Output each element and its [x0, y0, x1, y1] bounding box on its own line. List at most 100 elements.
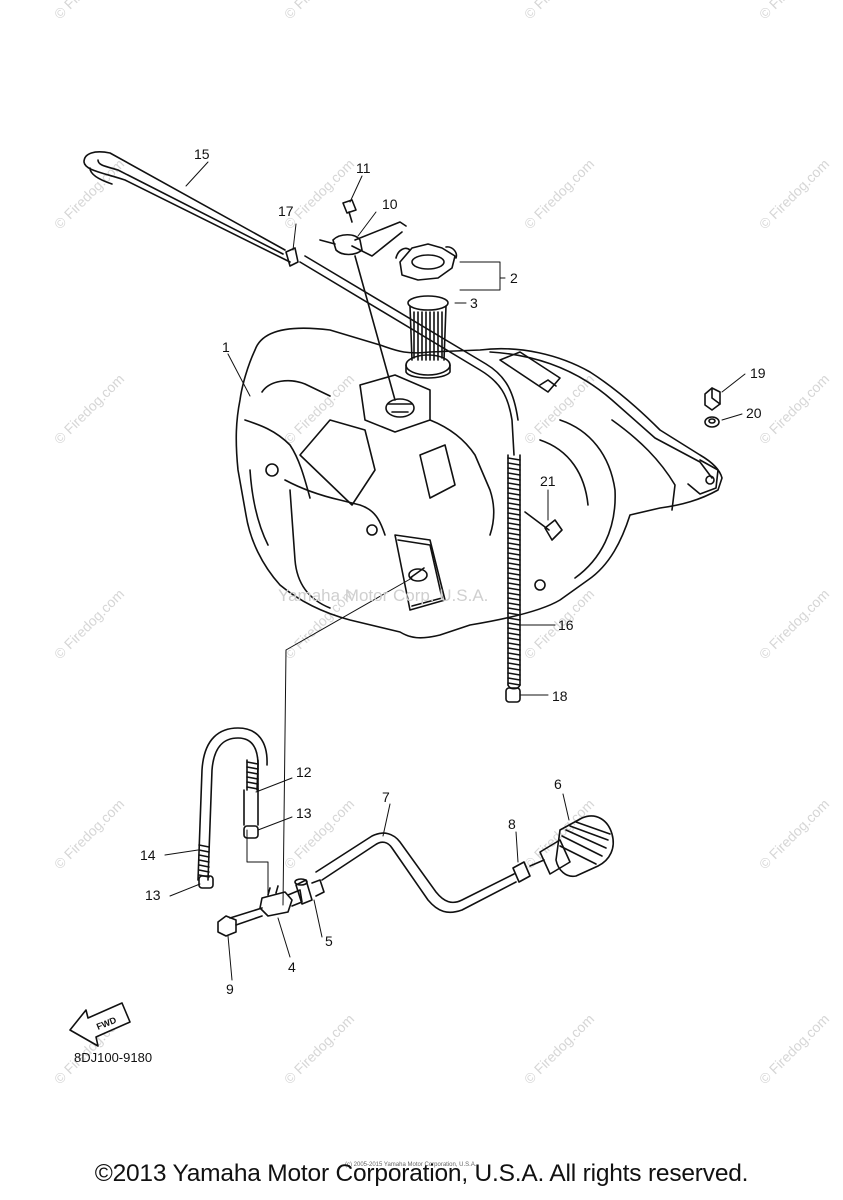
filler-cap: [395, 243, 458, 281]
hose-rib: [507, 617, 521, 621]
hose-rib: [507, 577, 521, 581]
hose-rib: [507, 567, 521, 571]
fitting-5: [294, 878, 325, 905]
hose-rib: [198, 849, 210, 853]
hose-12: [243, 789, 259, 826]
watermark-text: © Firedog.com: [756, 0, 832, 22]
hose-rib: [507, 477, 521, 481]
hose-rib: [507, 667, 521, 671]
fuel-filter-6: [529, 815, 614, 878]
hose-rib: [507, 572, 521, 576]
drain-hose-ribs: [507, 457, 521, 686]
hose-rib: [198, 869, 210, 873]
watermark-text: © Firedog.com: [756, 371, 832, 447]
hose-rib: [507, 597, 521, 601]
hose-rib: [198, 859, 210, 863]
hose-rib: [507, 472, 521, 476]
hose-end-18: [505, 687, 521, 703]
watermark-text: © Firedog.com: [281, 1011, 357, 1087]
hose-rib: [246, 766, 259, 770]
callout-2: 2: [510, 270, 518, 286]
drawing-code: 8DJ100-9180: [74, 1050, 153, 1065]
watermark-text: © Firedog.com: [756, 586, 832, 662]
watermark-text: © Firedog.com: [756, 1011, 832, 1087]
callout-5: 5: [325, 933, 333, 949]
watermark-layer: © Firedog.com © Firedog.com © Firedog.com ©…: [51, 0, 832, 1087]
hose-rib: [507, 582, 521, 586]
hose-rib: [507, 637, 521, 641]
hose-rib: [246, 781, 259, 785]
watermark-text: © Firedog.com: [51, 0, 127, 22]
watermark-text: © Firedog.com: [281, 0, 357, 22]
callout-6: 6: [554, 776, 562, 792]
hose-rib: [507, 467, 521, 471]
watermark-text: © Firedog.com: [521, 156, 597, 232]
hose-rib: [507, 642, 521, 646]
callout-11: 11: [356, 160, 371, 176]
hose-rib: [507, 542, 521, 546]
callout-13-lower: 13: [145, 887, 161, 903]
hose-rib: [507, 662, 521, 666]
clip-13a: [243, 825, 259, 839]
hose-rib: [507, 627, 521, 631]
callout-3: 3: [470, 295, 478, 311]
hose-rib: [198, 844, 210, 848]
fuel-hose-14: [197, 727, 268, 881]
copyright-notice: ©2013 Yamaha Motor Corporation, U.S.A. A…: [94, 1160, 749, 1187]
watermark-text: © Firedog.com: [51, 156, 127, 232]
hose-rib: [507, 527, 521, 531]
breather-hose: [83, 151, 291, 263]
hose-rib: [198, 864, 210, 868]
callout-10: 10: [382, 196, 398, 212]
callout-17: 17: [278, 203, 294, 219]
hose-rib: [246, 786, 259, 790]
watermark-text: © Firedog.com: [281, 371, 357, 447]
hose-rib: [507, 462, 521, 466]
hose-rib: [507, 672, 521, 676]
hose-rib: [507, 492, 521, 496]
callout-19: 19: [750, 365, 766, 381]
watermark-text: © Firedog.com: [756, 796, 832, 872]
hose-rib: [246, 761, 259, 765]
callout-21: 21: [540, 473, 556, 489]
watermark-text: © Firedog.com: [51, 586, 127, 662]
fuel-cock-4: [229, 885, 303, 919]
hose-rib: [507, 607, 521, 611]
vent-valve: [319, 221, 407, 257]
center-watermark: Yamaha Motor Corp. U.S.A.: [278, 586, 488, 605]
callout-9: 9: [226, 981, 234, 997]
hose-rib: [198, 854, 210, 858]
hose-rib: [246, 776, 259, 780]
hose-rib: [507, 677, 521, 681]
hose-rib: [507, 497, 521, 501]
hose-rib: [507, 512, 521, 516]
hose-rib: [507, 682, 521, 686]
hose-rib: [507, 482, 521, 486]
watermark-text: © Firedog.com: [756, 156, 832, 232]
hose-rib: [507, 652, 521, 656]
callout-labels: 15 11 17 10 2 3 1 19 20 21 16 18 12 13 7…: [140, 146, 766, 997]
vent-bolt: [342, 199, 357, 223]
fuel-pipe-7: [315, 832, 517, 914]
callout-15: 15: [194, 146, 210, 162]
washer-20: [704, 416, 720, 428]
small-notice: (c) 2005-2015 Yamaha Motor Corporation, …: [345, 1162, 477, 1168]
hose-clip-17: [285, 247, 299, 267]
watermark-text: © Firedog.com: [51, 796, 127, 872]
hose-rib: [507, 562, 521, 566]
clip-13b: [198, 875, 214, 889]
hose-rib: [507, 457, 521, 461]
hose-rib: [507, 632, 521, 636]
watermark-text: © Firedog.com: [281, 156, 357, 232]
filler-strainer: [407, 295, 449, 361]
leader-lines: [164, 161, 746, 981]
callout-13-upper: 13: [296, 805, 312, 821]
vent-tube: [299, 255, 519, 456]
hose-rib: [507, 522, 521, 526]
callout-14: 14: [140, 847, 156, 863]
hose-rib: [507, 602, 521, 606]
hose-rib: [507, 622, 521, 626]
bolt-9: [217, 915, 263, 937]
hose-rib: [507, 532, 521, 536]
hose-rib: [507, 657, 521, 661]
